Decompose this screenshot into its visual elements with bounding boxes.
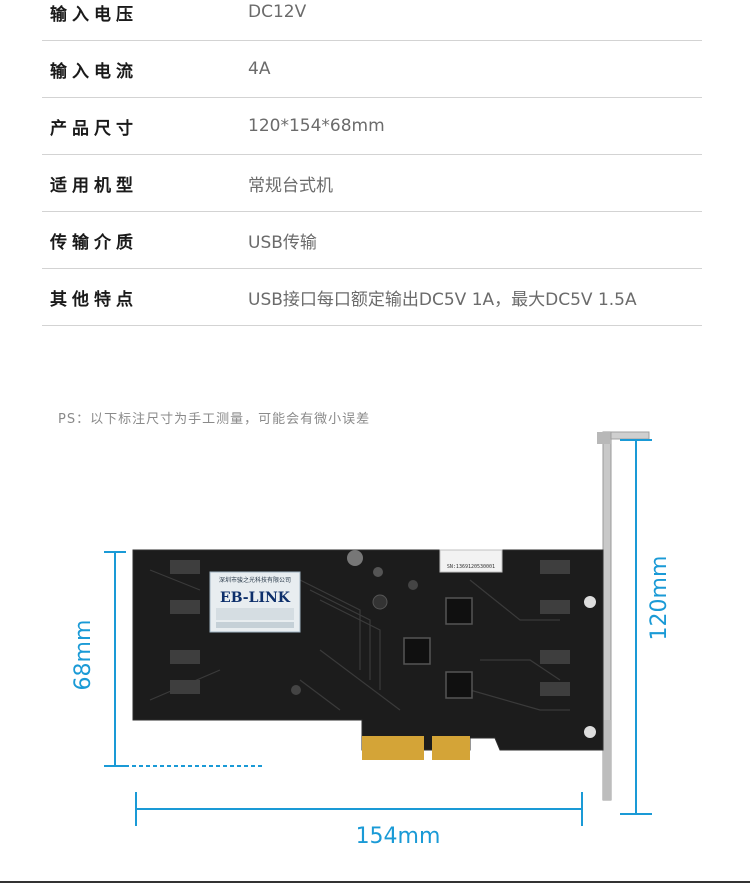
dimension-width-label: 154mm [356,824,441,849]
metal-bracket [597,431,650,801]
spec-row-medium: 传输介质 USB传输 [42,212,702,269]
spec-table: 输入电压 DC12V 输入电流 4A 产品尺寸 120*154*68mm 适用机… [42,0,702,326]
pcb-board: 深圳市骏之光科技有限公司 EB-LINK SN:1369120530001 [132,549,604,760]
spec-value: USB传输 [248,232,317,253]
measurement-note: PS：以下标注尺寸为手工测量，可能会有微小误差 [58,412,371,427]
serial-sticker: SN:1369120530001 [439,549,503,573]
mount-hole [584,726,596,738]
controller-chip [445,597,473,625]
product-figure: 深圳市骏之光科技有限公司 EB-LINK SN:1369120530001 [71,431,672,849]
spec-row-voltage: 输入电压 DC12V [42,0,702,41]
sticker-brand: EB-LINK [220,590,291,606]
spec-label: 产品尺寸 [50,118,138,139]
serial-number: SN:1369120530001 [447,564,495,570]
spec-row-features: 其他特点 USB接口每口额定输出DC5V 1A，最大DC5V 1.5A [42,269,702,326]
gold-edge-connector [362,736,470,760]
spec-label: 传输介质 [50,232,138,253]
controller-chip [403,637,431,665]
spec-value: 4A [248,59,271,79]
spec-row-compatible: 适用机型 常规台式机 [42,155,702,212]
capacitor [373,567,383,577]
product-sticker: 深圳市骏之光科技有限公司 EB-LINK [209,571,301,633]
capacitor [347,550,363,566]
spec-value: USB接口每口额定输出DC5V 1A，最大DC5V 1.5A [248,289,637,310]
dimension-lines [104,439,652,826]
spec-label: 输入电流 [50,61,138,82]
spec-value: DC12V [248,2,307,22]
dimension-height-label: 68mm [71,620,96,691]
sticker-company: 深圳市骏之光科技有限公司 [219,576,291,584]
spec-row-current: 输入电流 4A [42,41,702,98]
spec-value: 常规台式机 [248,175,333,196]
dimension-bracket-label: 120mm [647,556,672,641]
spec-row-size: 产品尺寸 120*154*68mm [42,98,702,155]
spec-value: 120*154*68mm [248,116,385,136]
spec-label: 输入电压 [50,4,138,25]
spec-label: 其他特点 [50,289,138,310]
spec-label: 适用机型 [50,175,138,196]
bottom-divider [0,881,750,883]
controller-chip [445,671,473,699]
mount-hole [584,596,596,608]
